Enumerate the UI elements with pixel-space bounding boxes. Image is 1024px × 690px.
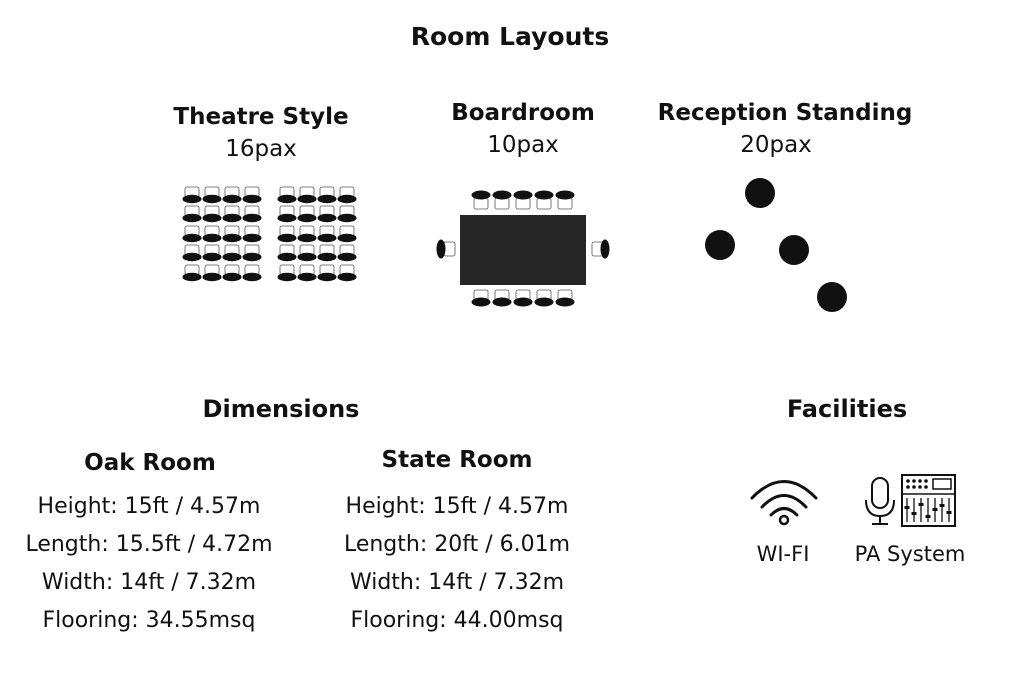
theatre-seat bbox=[182, 205, 202, 223]
theatre-seat bbox=[222, 186, 242, 204]
theatre-seat bbox=[242, 205, 262, 223]
theatre-seat bbox=[242, 244, 262, 262]
theatre-seat bbox=[317, 225, 337, 243]
boardroom-chair bbox=[534, 190, 554, 210]
theatre-seat bbox=[277, 186, 297, 204]
oak-room-dimensions: Height: 15ft / 4.57m Length: 15.5ft / 4.… bbox=[25, 488, 272, 640]
dimension-height: Height: 15ft / 4.57m bbox=[37, 494, 261, 519]
theatre-seat bbox=[202, 225, 222, 243]
theatre-seat bbox=[277, 225, 297, 243]
standing-table bbox=[779, 235, 809, 265]
theatre-seat bbox=[337, 244, 357, 262]
theatre-seat bbox=[182, 225, 202, 243]
dimension-width: Width: 14ft / 7.32m bbox=[349, 570, 565, 595]
theatre-seat bbox=[222, 205, 242, 223]
theatre-seat bbox=[337, 205, 357, 223]
theatre-seat bbox=[277, 205, 297, 223]
theatre-seat bbox=[242, 186, 262, 204]
dimension-height: Height: 15ft / 4.57m bbox=[345, 494, 569, 519]
layout-title-theatre: Theatre Style bbox=[173, 104, 349, 130]
theatre-seat bbox=[242, 264, 262, 282]
theatre-seat bbox=[182, 244, 202, 262]
theatre-seat bbox=[182, 186, 202, 204]
boardroom-chair bbox=[555, 190, 575, 210]
theatre-seat bbox=[202, 264, 222, 282]
boardroom-chair bbox=[471, 289, 491, 307]
boardroom-chair bbox=[513, 190, 533, 210]
theatre-seat bbox=[317, 186, 337, 204]
theatre-seat bbox=[277, 264, 297, 282]
dimension-width: Width: 14ft / 7.32m bbox=[41, 570, 257, 595]
page-title: Room Layouts bbox=[410, 22, 610, 51]
boardroom-chair bbox=[534, 289, 554, 307]
layout-capacity-theatre: 16pax bbox=[225, 136, 297, 162]
state-room-dimensions: Height: 15ft / 4.57m Length: 20ft / 6.01… bbox=[344, 488, 570, 640]
dimension-length: Length: 15.5ft / 4.72m bbox=[25, 532, 273, 557]
theatre-seat bbox=[337, 186, 357, 204]
theatre-seat bbox=[277, 244, 297, 262]
standing-table bbox=[705, 230, 735, 260]
boardroom-chair bbox=[471, 190, 491, 210]
theatre-seat bbox=[297, 264, 317, 282]
theatre-seat bbox=[297, 186, 317, 204]
boardroom-chair bbox=[555, 289, 575, 307]
theatre-seat bbox=[297, 205, 317, 223]
facilities-heading: Facilities bbox=[786, 395, 908, 423]
boardroom-chair bbox=[591, 239, 610, 259]
theatre-seat bbox=[337, 264, 357, 282]
theatre-seat bbox=[297, 244, 317, 262]
standing-table bbox=[745, 178, 775, 208]
dimension-flooring: Flooring: 44.00msq bbox=[350, 608, 564, 633]
dimension-flooring: Flooring: 34.55msq bbox=[42, 608, 256, 633]
theatre-seat bbox=[317, 205, 337, 223]
theatre-seat bbox=[222, 244, 242, 262]
dimension-length: Length: 20ft / 6.01m bbox=[343, 532, 571, 557]
theatre-seat bbox=[317, 264, 337, 282]
boardroom-chair bbox=[492, 289, 512, 307]
layout-capacity-boardroom: 10pax bbox=[487, 132, 559, 158]
theatre-seat bbox=[202, 205, 222, 223]
boardroom-chair bbox=[492, 190, 512, 210]
theatre-seat bbox=[182, 264, 202, 282]
theatre-seat bbox=[337, 225, 357, 243]
theatre-seat bbox=[202, 186, 222, 204]
boardroom-chair bbox=[436, 239, 456, 259]
theatre-seat bbox=[222, 225, 242, 243]
room-name-oak: Oak Room bbox=[84, 450, 216, 476]
facility-label-wifi: WI-FI bbox=[756, 542, 810, 566]
standing-table bbox=[817, 282, 847, 312]
theatre-seat bbox=[202, 244, 222, 262]
theatre-seat bbox=[222, 264, 242, 282]
theatre-seat bbox=[297, 225, 317, 243]
theatre-seat bbox=[242, 225, 262, 243]
boardroom-table bbox=[460, 215, 586, 285]
room-name-state: State Room bbox=[381, 447, 533, 473]
layout-capacity-reception: 20pax bbox=[740, 132, 812, 158]
facility-label-pa: PA System bbox=[854, 542, 966, 566]
dimensions-heading: Dimensions bbox=[202, 395, 360, 423]
boardroom-chair bbox=[513, 289, 533, 307]
layout-title-boardroom: Boardroom bbox=[451, 100, 595, 126]
layout-title-reception: Reception Standing bbox=[657, 100, 913, 126]
theatre-seat bbox=[317, 244, 337, 262]
